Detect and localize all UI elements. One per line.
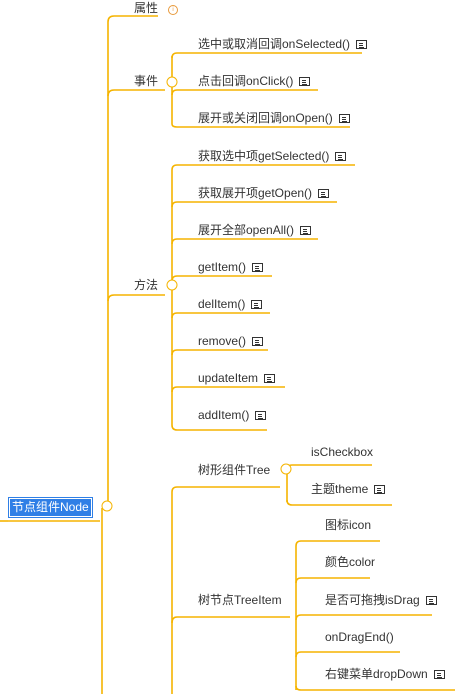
note-icon[interactable] <box>252 263 264 272</box>
node-treeitem-color[interactable]: 颜色color <box>325 555 376 569</box>
note-icon[interactable] <box>251 300 263 309</box>
node-events[interactable]: 事件 <box>134 74 159 88</box>
node-treeitem-dropdown[interactable]: 右键菜单dropDown <box>325 666 445 682</box>
note-icon[interactable] <box>356 40 368 49</box>
node-methods[interactable]: 方法 <box>134 278 159 292</box>
collapse-toggle-methods <box>166 279 178 291</box>
node-method-label: remove() <box>198 334 247 348</box>
node-method-label: addItem() <box>198 408 250 422</box>
collapse-toggle-tree <box>280 463 292 475</box>
note-icon[interactable] <box>374 485 386 494</box>
node-event-label: 点击回调onClick() <box>198 74 294 88</box>
connector-method-2 <box>171 201 337 208</box>
note-icon[interactable] <box>255 411 267 420</box>
connector-treeitem-4 <box>295 651 400 658</box>
connector-method-4 <box>171 275 272 282</box>
connector-event-1 <box>171 52 362 59</box>
connector-event-3 <box>171 123 350 128</box>
node-event-label: 展开或关闭回调onOpen() <box>198 111 333 125</box>
node-event-onopen[interactable]: 展开或关闭回调onOpen() <box>198 110 350 126</box>
node-tree-ischeckbox[interactable]: isCheckbox <box>311 445 374 459</box>
node-tree[interactable]: 树形组件Tree <box>198 463 271 477</box>
connector-events <box>107 89 165 97</box>
node-method-getopen[interactable]: 获取展开项getOpen() <box>198 185 330 201</box>
note-icon[interactable] <box>338 114 350 123</box>
connector-treeitem-3 <box>295 614 432 621</box>
info-icon[interactable]: i <box>168 5 179 15</box>
note-icon[interactable] <box>300 226 312 235</box>
connector-tree-1 <box>286 464 372 471</box>
node-method-delitem[interactable]: delItem() <box>198 296 263 312</box>
node-treeitem[interactable]: 树节点TreeItem <box>198 593 282 607</box>
note-icon[interactable] <box>318 189 330 198</box>
node-event-onclick[interactable]: 点击回调onClick() <box>198 73 311 89</box>
connector-level1-spine <box>107 15 158 506</box>
node-method-label: updateItem <box>198 371 259 385</box>
connector-treeitem-1 <box>295 540 380 547</box>
note-icon[interactable] <box>433 670 445 679</box>
node-method-updateitem[interactable]: updateItem <box>198 370 276 386</box>
node-tree-label: 主题theme <box>311 482 369 496</box>
node-method-getitem[interactable]: getItem() <box>198 259 264 275</box>
node-treeitem-label: 右键菜单dropDown <box>325 667 428 681</box>
node-property-label: 属性 <box>134 1 159 15</box>
node-method-getselected[interactable]: 获取选中项getSelected() <box>198 148 347 164</box>
node-method-remove[interactable]: remove() <box>198 333 264 349</box>
node-treeitem-ondragend[interactable]: onDragEnd() <box>325 630 394 644</box>
node-method-additem[interactable]: addItem() <box>198 407 267 423</box>
note-icon[interactable] <box>264 374 276 383</box>
connector-treeitem-5 <box>295 685 455 691</box>
connector-methods <box>107 294 165 302</box>
connector-treeitem-2 <box>295 577 370 584</box>
connector-treeitem <box>171 616 290 624</box>
node-method-label: getItem() <box>198 260 247 274</box>
note-icon[interactable] <box>252 337 264 346</box>
node-treeitem-icon[interactable]: 图标icon <box>325 518 372 532</box>
note-icon[interactable] <box>299 77 311 86</box>
node-event-onselected[interactable]: 选中或取消回调onSelected() <box>198 36 368 52</box>
connector-event-2 <box>171 89 318 96</box>
node-method-label: 获取选中项getSelected() <box>198 149 330 163</box>
collapse-toggle-events <box>166 76 178 88</box>
collapse-toggle-root <box>101 500 113 512</box>
node-method-label: 获取展开项getOpen() <box>198 186 313 200</box>
connector-method-8 <box>171 424 267 431</box>
connector-method-7 <box>171 386 285 393</box>
connector-method-3 <box>171 238 318 245</box>
root-node[interactable]: 节点组件Node <box>8 497 93 518</box>
connector-method-6 <box>171 349 268 356</box>
note-icon[interactable] <box>335 152 347 161</box>
node-method-label: 展开全部openAll() <box>198 223 295 237</box>
node-treeitem-isdrag[interactable]: 是否可拖拽isDrag <box>325 592 437 608</box>
connector-tree-2 <box>286 499 392 506</box>
node-property[interactable]: 属性 i <box>134 0 179 16</box>
note-icon[interactable] <box>425 596 437 605</box>
node-method-label: delItem() <box>198 297 246 311</box>
connector-tree <box>171 486 280 493</box>
node-treeitem-label: 是否可拖拽isDrag <box>325 593 420 607</box>
connector-method-1 <box>171 164 355 171</box>
node-tree-theme[interactable]: 主题theme <box>311 481 386 497</box>
node-method-openall[interactable]: 展开全部openAll() <box>198 222 312 238</box>
node-event-label: 选中或取消回调onSelected() <box>198 37 351 51</box>
connector-method-5 <box>171 312 270 319</box>
